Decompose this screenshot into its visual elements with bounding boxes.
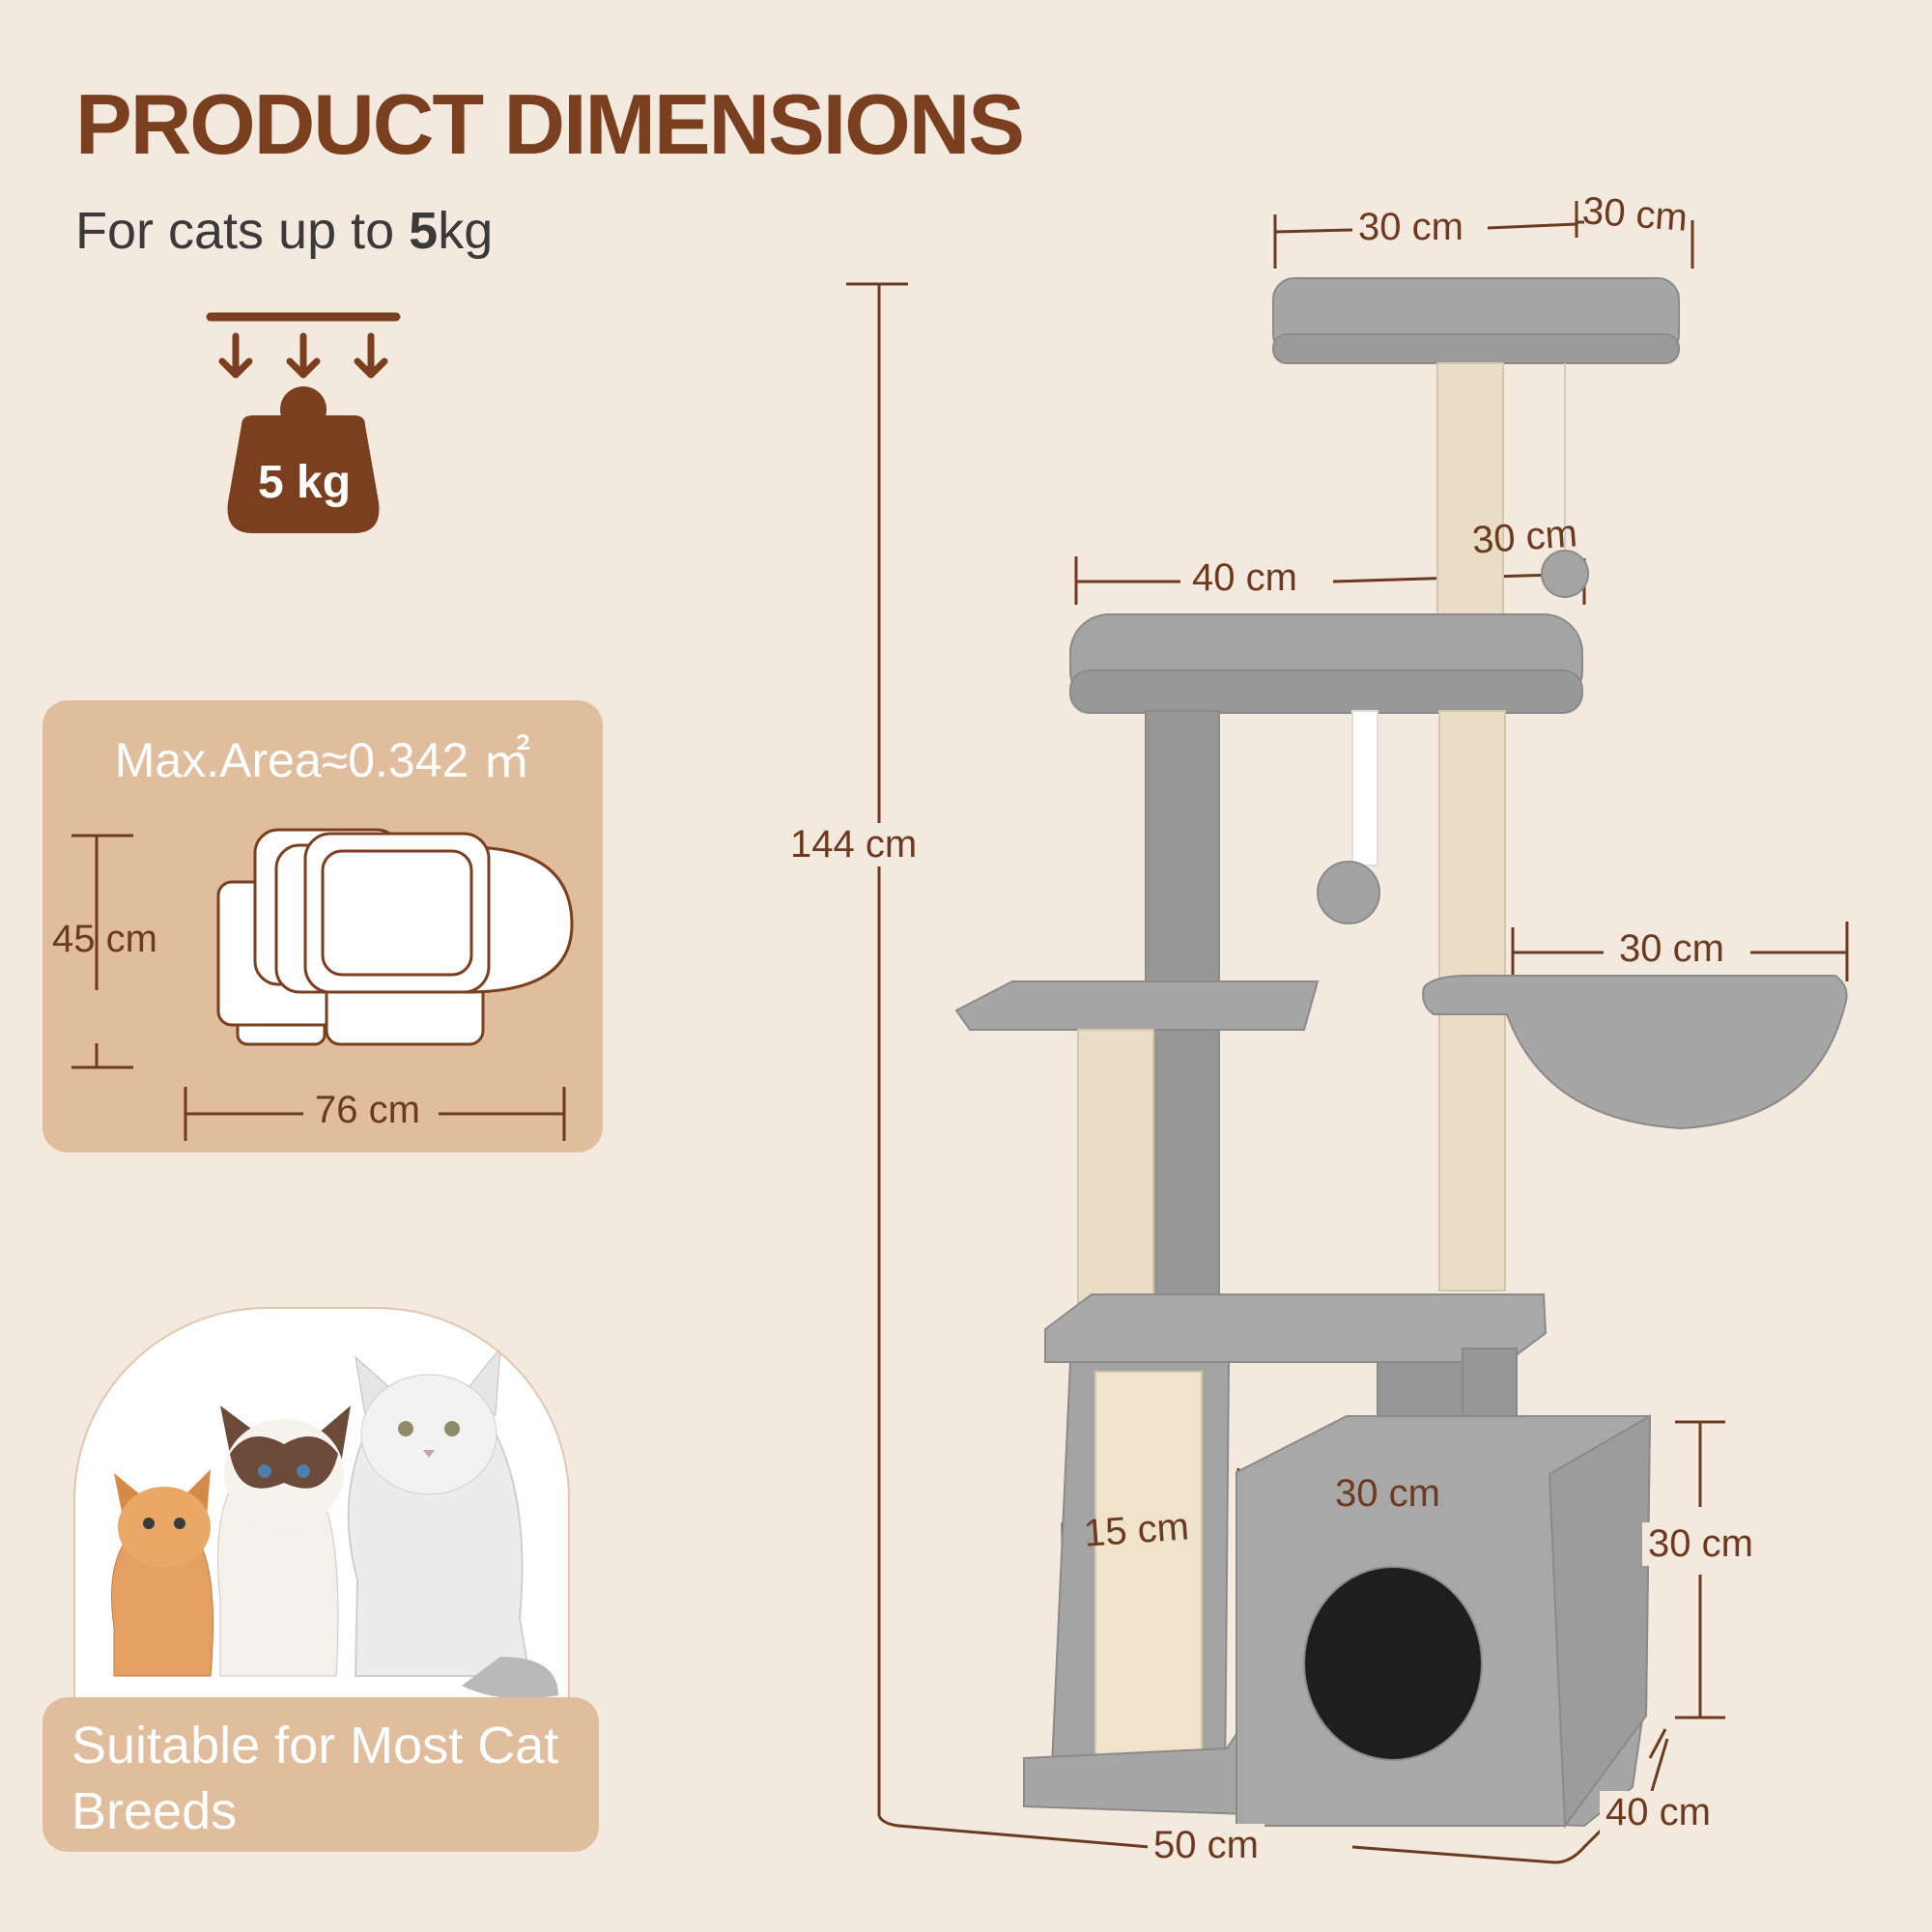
white-cat-illustration	[347, 1346, 558, 1699]
subtitle-prefix: For cats up to	[75, 202, 410, 260]
middle-width-label: 40 cm	[1186, 556, 1303, 600]
condo-height-label: 30 cm	[1642, 1522, 1759, 1566]
ragdoll-cat-illustration	[217, 1406, 351, 1677]
weight-icon: 5 kg	[203, 309, 406, 541]
base-width-label: 50 cm	[1148, 1824, 1264, 1867]
cat-tree	[954, 277, 1848, 1829]
base-depth-label: 40 cm	[1600, 1791, 1717, 1834]
max-area-panel: Max.Area≈0.342 ㎡ 45 cm 76 cm	[43, 700, 603, 1152]
top-width-label: 30 cm	[1352, 206, 1469, 249]
area-width-label: 76 cm	[315, 1089, 420, 1131]
condo-width-label: 30 cm	[1329, 1472, 1446, 1516]
weight-badge-label: 5 kg	[257, 457, 352, 508]
page-subtitle: For cats up to 5kg	[75, 201, 493, 261]
hammock-width-label: 30 cm	[1613, 927, 1730, 971]
orange-kitten-illustration	[111, 1469, 213, 1677]
top-depth-label: 30 cm	[1580, 189, 1690, 240]
page-title: PRODUCT DIMENSIONS	[75, 76, 1025, 172]
middle-depth-label: 30 cm	[1470, 512, 1579, 562]
max-area-title: Max.Area≈0.342 ㎡	[114, 733, 531, 787]
total-height-label: 144 cm	[784, 823, 923, 867]
subtitle-unit: kg	[438, 202, 494, 260]
cats-caption-banner: Suitable for Most Cat Breeds	[43, 1697, 599, 1852]
cats-caption: Suitable for Most Cat Breeds	[71, 1717, 559, 1840]
area-footprint-diagram	[71, 828, 574, 1141]
subtitle-value: 5	[409, 202, 439, 260]
cats-photo	[73, 1307, 570, 1724]
ramp-width-label: 15 cm	[1082, 1505, 1191, 1555]
area-height-label: 45 cm	[52, 918, 157, 960]
